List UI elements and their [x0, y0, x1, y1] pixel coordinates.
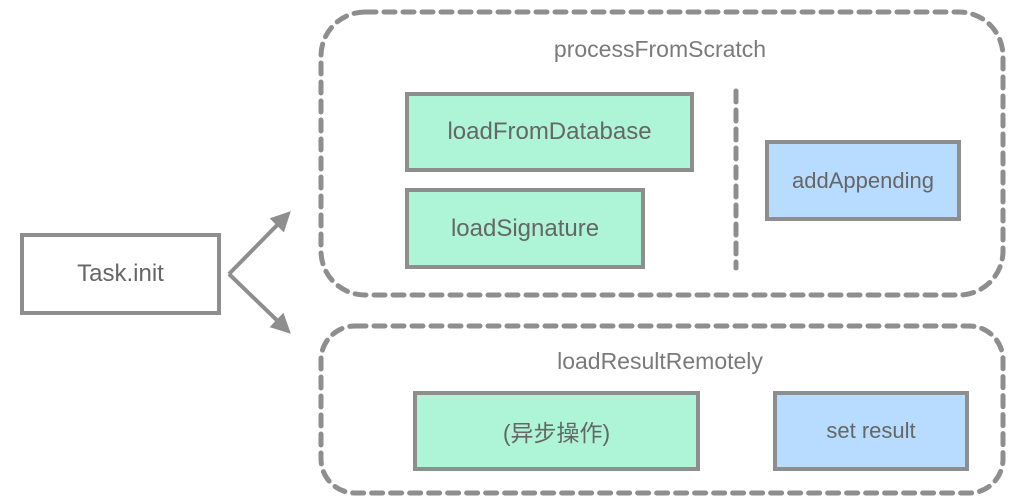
arrow-to-process-from-scratch	[227, 211, 291, 276]
group-title-process-from-scratch: processFromScratch	[553, 36, 767, 62]
node-async-operation: (异步操作)	[413, 391, 700, 471]
group-process-from-scratch-border	[318, 9, 1006, 298]
start-node: Task.init	[20, 233, 221, 315]
group-title-load-result-remotely: loadResultRemotely	[557, 348, 763, 374]
node-add-appending: addAppending	[765, 140, 961, 221]
node-load-signature: loadSignature	[405, 188, 645, 269]
node-set-result: set result	[773, 391, 969, 471]
node-load-from-database: loadFromDatabase	[405, 92, 694, 172]
arrow-to-load-result-remotely	[227, 272, 291, 334]
group-load-result-remotely-border	[318, 323, 1006, 496]
